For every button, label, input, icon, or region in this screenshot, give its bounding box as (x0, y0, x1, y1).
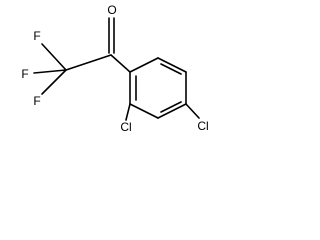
atom-labels: O F F F Cl Cl (21, 3, 208, 134)
ring-bond-5 (129, 103, 159, 119)
ring-bond-4 (157, 103, 187, 119)
ring-bond-2 (157, 57, 187, 73)
molecule-structure: O F F F Cl Cl (21, 3, 208, 134)
c-cf3-bond (65, 54, 112, 71)
chlorine-label-para: Cl (197, 119, 208, 133)
oxygen-label: O (107, 3, 116, 17)
ring-double-2 (160, 101, 182, 113)
c-f3-bond (41, 69, 67, 95)
chlorine-label-ortho: Cl (120, 120, 131, 134)
c-f1-bond (41, 43, 67, 71)
fluorine-label-2: F (21, 67, 28, 81)
ortho-cl-bond (125, 103, 131, 121)
ring-double-1 (160, 63, 182, 75)
fluorine-label-1: F (33, 29, 40, 43)
ring-bond-1 (129, 57, 159, 73)
c-f2-bond (33, 69, 67, 74)
fluorine-label-3: F (33, 94, 40, 108)
para-cl-bond (185, 103, 200, 119)
c-ring-bond (110, 54, 131, 73)
bonds (33, 17, 200, 121)
